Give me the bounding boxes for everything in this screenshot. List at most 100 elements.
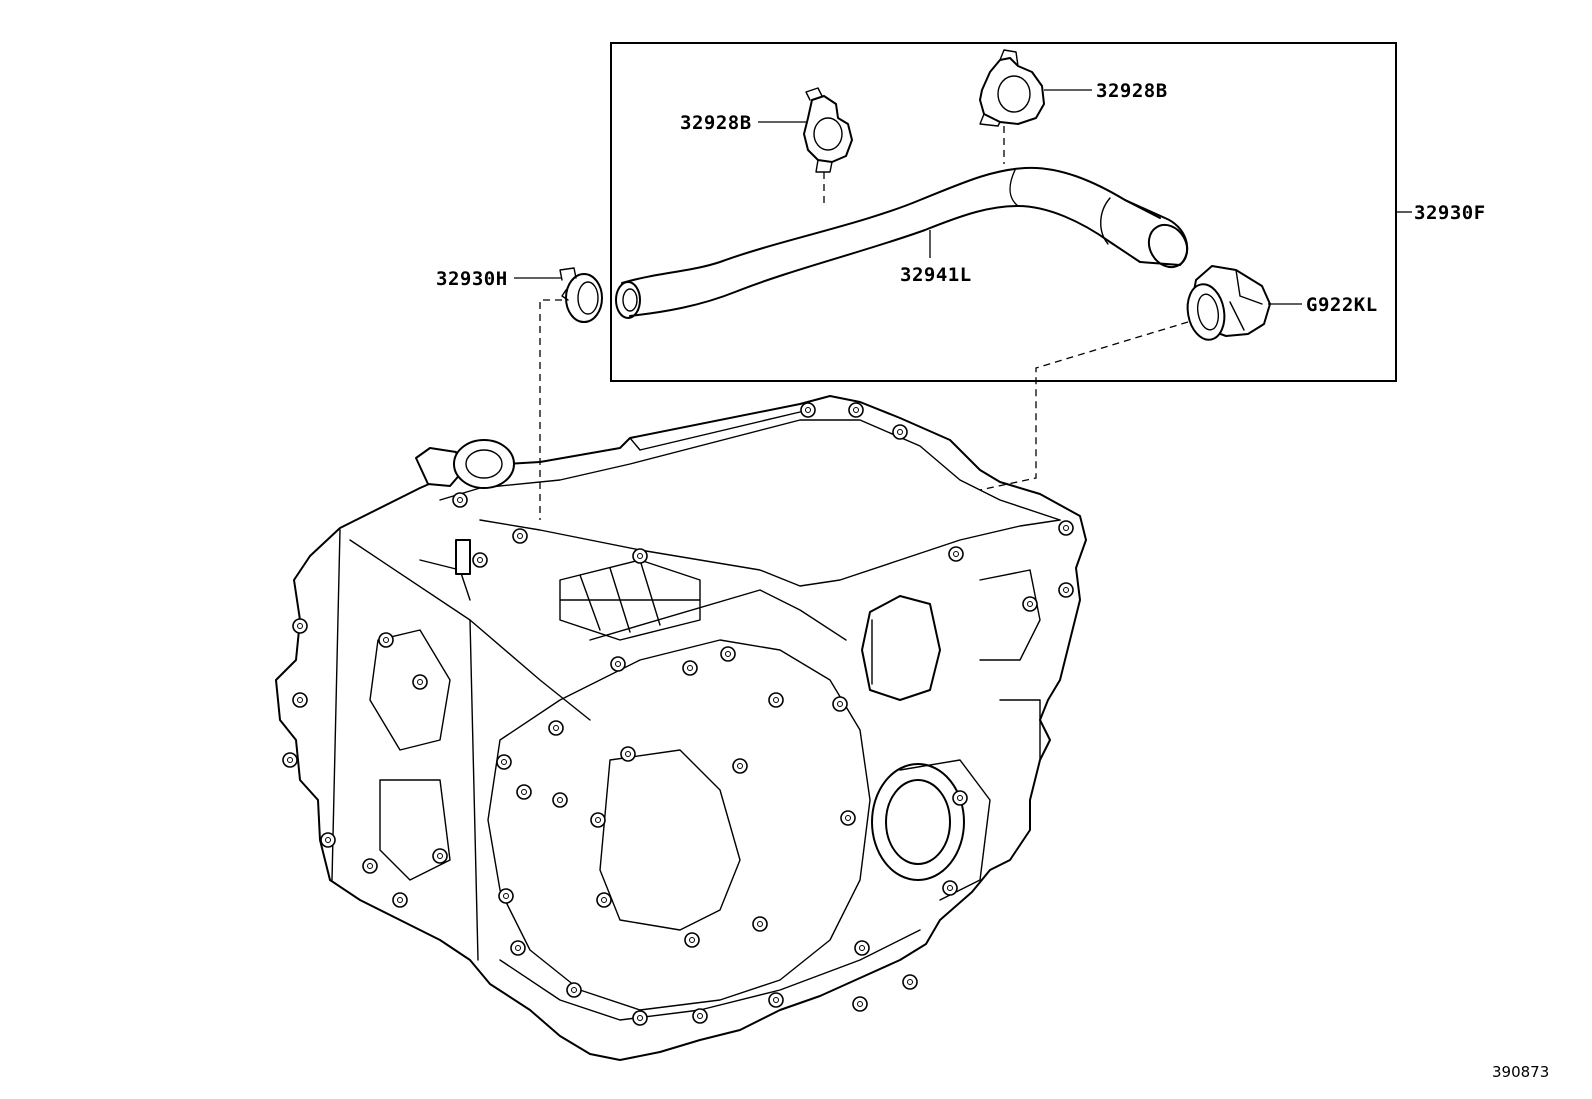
bolt-1 [512,528,528,544]
bolt-46 [472,552,488,568]
bolt-center-25 [857,1001,863,1007]
bolt-11 [682,660,698,676]
connector-part [1186,265,1271,341]
clamp-right-part [979,49,1045,127]
bolt-center-12 [725,651,731,657]
bolt-30 [854,940,870,956]
bolt-36 [732,758,748,774]
bolt-22 [632,1010,648,1026]
bolt-center-31 [601,897,607,903]
bolt-center-8 [1027,601,1033,607]
bolt-37 [432,848,448,864]
bolt-center-6 [953,551,959,557]
bolt-6 [948,546,964,562]
bolt-17 [516,784,532,800]
bolt-40 [292,618,308,634]
bolt-center-42 [287,757,293,763]
bolt-center-22 [637,1015,643,1021]
bolt-33 [684,932,700,948]
reference-number: 390873 [1492,1063,1549,1081]
bolt-center-43 [325,837,331,843]
bolt-center-46 [477,557,483,563]
bolt-12 [720,646,736,662]
bolt-center-30 [859,945,865,951]
callout-assembly: 32930F [1414,202,1486,224]
bolt-center-3 [805,407,811,413]
bolt-13 [768,692,784,708]
bolt-center-4 [853,407,859,413]
bolt-center-45 [417,679,423,685]
bolt-2 [632,548,648,564]
bolt-39 [362,858,378,874]
bolt-center-35 [625,751,631,757]
bolt-center-7 [1063,525,1069,531]
bolt-5 [892,424,908,440]
bolt-center-27 [947,885,953,891]
bolt-26 [902,974,918,990]
bolt-14 [832,696,848,712]
bolt-41 [292,692,308,708]
bolt-44 [378,632,394,648]
leader-hose-end-to-housing [539,299,562,520]
bolt-center-38 [397,897,403,903]
bolt-center-41 [297,697,303,703]
bolt-25 [852,996,868,1012]
bolt-24 [768,992,784,1008]
callout-hose: 32941L [900,264,972,286]
bolt-center-33 [689,937,695,943]
bolt-center-19 [503,893,509,899]
bolt-31 [596,892,612,908]
bolt-42 [282,752,298,768]
bolt-center-1 [517,533,523,539]
callout-clamp-left: 32928B [680,112,752,134]
bolt-center-32 [595,817,601,823]
clamp-hose-end-part [559,267,603,323]
hose [615,166,1189,319]
bolt-8 [1022,596,1038,612]
bolt-7 [1058,520,1074,536]
bolt-center-18 [557,797,563,803]
bolt-center-11 [687,665,693,671]
bolt-center-28 [957,795,963,801]
bolt-38 [392,892,408,908]
bolt-center-20 [515,945,521,951]
bolt-center-34 [757,921,763,927]
leader-connector-to-housing [979,321,1189,491]
bolt-center-21 [571,987,577,993]
bolt-center-29 [845,815,851,821]
bolt-center-9 [1063,587,1069,593]
bolt-center-15 [553,725,559,731]
bolt-center-5 [897,429,903,435]
clamp-left-part [803,87,853,173]
bolt-center-44 [383,637,389,643]
bolt-4 [848,402,864,418]
bolt-center-39 [367,863,373,869]
bolt-18 [552,792,568,808]
bolt-19 [498,888,514,904]
bolt-center-24 [773,997,779,1003]
bolt-9 [1058,582,1074,598]
bolt-center-40 [297,623,303,629]
bolt-center-23 [697,1013,703,1019]
callout-clamp-right: 32928B [1096,80,1168,102]
bolt-29 [840,810,856,826]
bolt-45 [412,674,428,690]
bolt-15 [548,720,564,736]
bolt-center-0 [457,497,463,503]
bolt-center-26 [907,979,913,985]
bolt-3 [800,402,816,418]
bolt-center-16 [501,759,507,765]
bolt-16 [496,754,512,770]
housing-bolts [282,402,1074,1026]
bolt-center-2 [637,553,643,559]
bolt-20 [510,940,526,956]
bolt-43 [320,832,336,848]
bolt-27 [942,880,958,896]
bolt-28 [952,790,968,806]
bolt-center-36 [737,763,743,769]
bolt-10 [610,656,626,672]
callout-connector: G922KL [1306,294,1378,316]
transaxle-housing [275,395,1087,1061]
bolt-0 [452,492,468,508]
